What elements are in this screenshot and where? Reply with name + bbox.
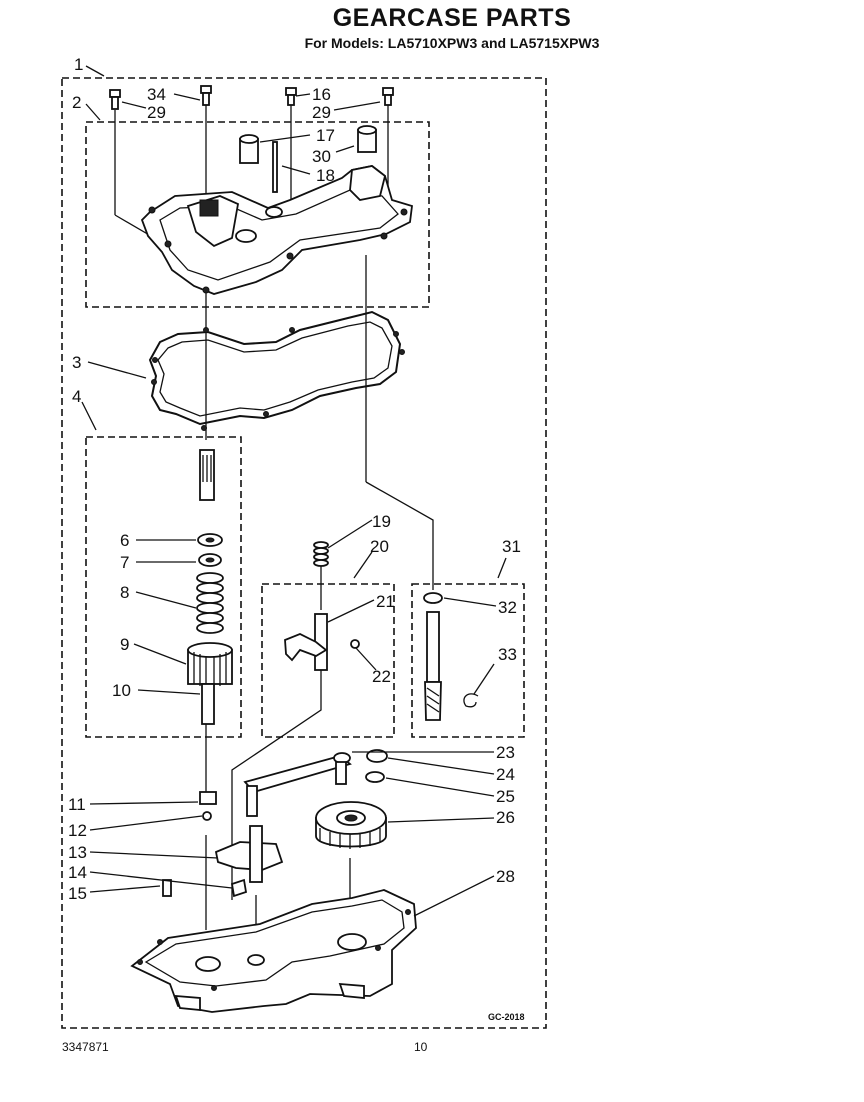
assembly-frame	[61, 77, 547, 1029]
nut-22	[350, 639, 360, 649]
washer-25	[365, 771, 385, 783]
callout-18: 18	[316, 166, 335, 185]
callout-8: 8	[120, 583, 129, 602]
gear-9	[187, 642, 233, 686]
bolt-16	[285, 87, 297, 106]
bolt-34	[200, 85, 212, 106]
ball-12	[202, 811, 212, 821]
callout-30: 30	[312, 147, 331, 166]
callout-17: 17	[316, 126, 335, 145]
model-subtitle: For Models: LA5710XPW3 and LA5715XPW3	[304, 35, 600, 51]
splined-shaft	[199, 449, 215, 501]
washer-6	[197, 533, 223, 547]
callout-12: 12	[68, 821, 87, 840]
bearing-11	[199, 791, 217, 805]
cover-assembly-box	[85, 121, 430, 308]
callout-16: 16	[312, 85, 331, 104]
pinion-box	[411, 583, 525, 738]
callout-6: 6	[120, 531, 129, 550]
callout-24: 24	[496, 765, 515, 784]
callout-29-left: 29	[147, 103, 166, 122]
bushing-17	[239, 134, 259, 164]
callout-3: 3	[72, 353, 81, 372]
lever-23	[243, 752, 352, 817]
callout-2: 2	[72, 93, 81, 112]
callout-4: 4	[72, 387, 81, 406]
spring-19	[313, 541, 329, 567]
shift-fork	[284, 613, 328, 671]
callout-29-right: 29	[312, 103, 331, 122]
part-number: 3347871	[62, 1040, 109, 1054]
callout-1: 1	[74, 55, 83, 74]
callout-10: 10	[112, 681, 131, 700]
bushing-30	[357, 125, 377, 153]
callout-23: 23	[496, 743, 515, 762]
callout-32: 32	[498, 598, 517, 617]
callout-34: 34	[147, 85, 166, 104]
pin-15	[162, 879, 172, 897]
pinion-shaft	[424, 611, 442, 721]
callout-21: 21	[376, 592, 395, 611]
clip-14	[230, 878, 248, 898]
callout-25: 25	[496, 787, 515, 806]
callout-28: 28	[496, 867, 515, 886]
shift-fork-box	[261, 583, 395, 738]
washer-24	[366, 749, 388, 763]
clip-33	[463, 693, 479, 708]
gear-26	[315, 801, 387, 849]
washer-7	[198, 553, 222, 567]
gearcase-base	[130, 889, 417, 1013]
bolt-29-right	[382, 87, 394, 106]
washer-32	[423, 592, 443, 604]
page-number: 10	[414, 1040, 428, 1054]
callout-33: 33	[498, 645, 517, 664]
callout-20: 20	[370, 537, 389, 556]
spring-8	[196, 572, 224, 634]
callout-7: 7	[120, 553, 129, 572]
shaft-10	[201, 683, 215, 725]
gasket	[148, 310, 405, 431]
page-title: GEARCASE PARTS	[332, 4, 572, 32]
callout-26: 26	[496, 808, 515, 827]
callout-13: 13	[68, 843, 87, 862]
gearcase-cover	[140, 165, 413, 295]
callout-14: 14	[68, 863, 87, 882]
callout-15: 15	[68, 884, 87, 903]
callout-9: 9	[120, 635, 129, 654]
shaft-assembly-box	[85, 436, 242, 738]
shifter-13	[214, 825, 284, 883]
bolt-29-left	[109, 89, 121, 110]
callout-19: 19	[372, 512, 391, 531]
diagram-code: GC-2018	[488, 1012, 525, 1022]
callout-22: 22	[372, 667, 391, 686]
pin-18	[272, 141, 278, 193]
callout-31: 31	[502, 537, 521, 556]
callout-11: 11	[68, 795, 86, 814]
